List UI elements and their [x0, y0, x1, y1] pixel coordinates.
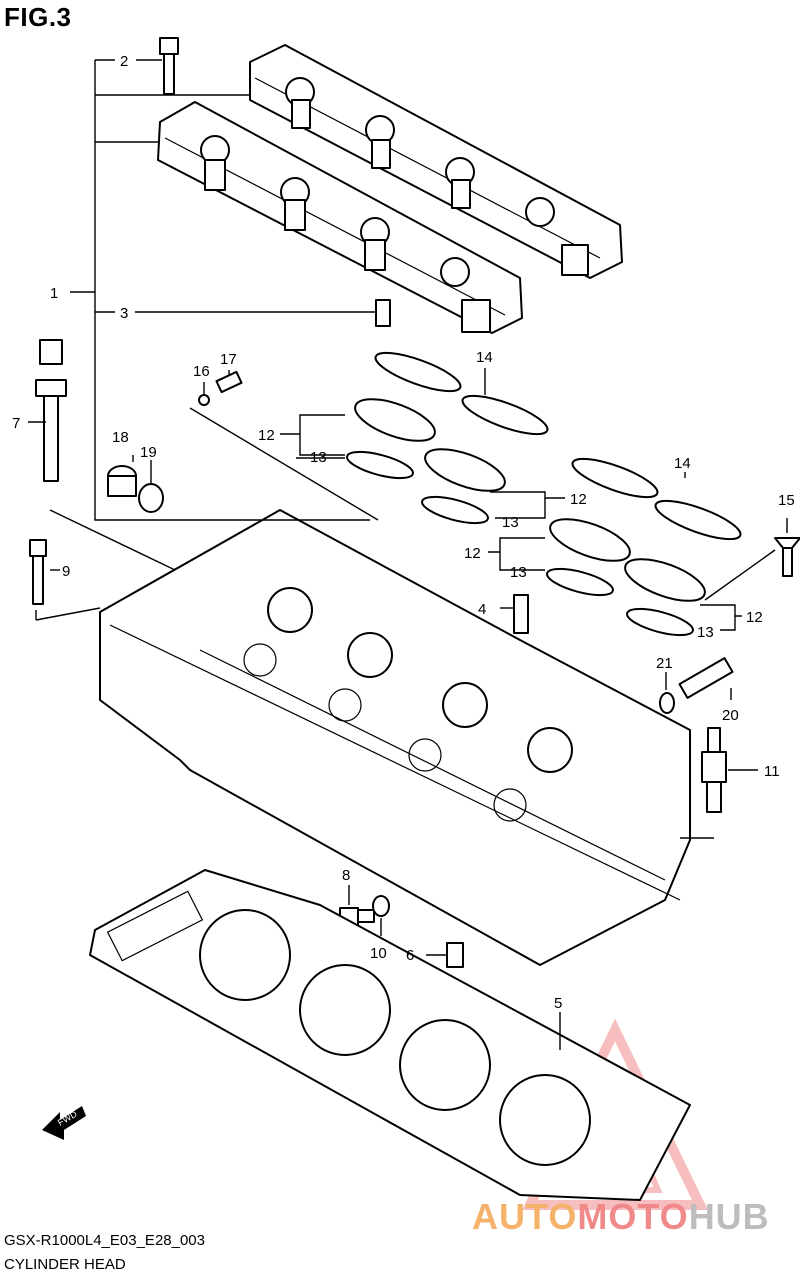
watermark-brand: AUTOMOTOHUB [472, 1196, 770, 1238]
callout-10: 10 [370, 945, 387, 962]
callout-16: 16 [193, 363, 210, 380]
callout-11: 11 [764, 763, 780, 780]
bolt-2 [159, 37, 179, 95]
washer-10 [372, 895, 390, 917]
callout-19: 19 [140, 444, 157, 461]
plug-18 [107, 465, 137, 497]
brand-hub: HUB [688, 1196, 770, 1237]
dowel-pin-3 [375, 299, 391, 327]
screw-15 [774, 537, 800, 577]
bolt-7 [35, 339, 67, 482]
callout-13d: 13 [697, 624, 714, 641]
callout-7: 7 [12, 415, 20, 432]
callout-8: 8 [342, 867, 350, 884]
figure-title: FIG.3 [4, 2, 72, 32]
callout-17: 17 [220, 351, 237, 368]
callout-2: 2 [120, 53, 128, 70]
callout-12c: 12 [464, 545, 481, 562]
brand-moto: MOTO [577, 1196, 689, 1237]
camshaft-housing-lower [157, 101, 523, 334]
pin-4 [513, 594, 529, 634]
callout-12d: 12 [746, 609, 763, 626]
callout-4: 4 [478, 601, 486, 618]
callout-5: 5 [554, 995, 562, 1012]
bolt-9 [29, 539, 47, 605]
callout-14a: 14 [476, 349, 493, 366]
sensor-20 [678, 657, 734, 699]
model-code: GSX-R1000L4_E03_E28_003 [4, 1232, 205, 1249]
figure-caption: CYLINDER HEAD [4, 1256, 126, 1273]
camshaft-housing-upper [249, 44, 623, 279]
callout-9: 9 [62, 563, 70, 580]
fitting-17 [215, 370, 243, 394]
callout-3: 3 [120, 305, 128, 322]
callout-13b: 13 [502, 514, 519, 531]
callout-20: 20 [722, 707, 739, 724]
cylinder-head [99, 509, 691, 966]
callout-labels: 2 1 3 7 16 17 14 12 13 18 19 14 12 13 15… [12, 53, 795, 1012]
callout-14b: 14 [674, 455, 691, 472]
o-ring-19 [138, 483, 164, 513]
callout-12b: 12 [570, 491, 587, 508]
callout-6: 6 [406, 947, 414, 964]
head-gasket-5 [89, 869, 691, 1201]
washer-16 [198, 394, 210, 406]
dowel-6 [446, 942, 464, 968]
callout-15: 15 [778, 492, 795, 509]
callout-12a: 12 [258, 427, 275, 444]
leader-lines [28, 59, 788, 1050]
callout-13c: 13 [510, 564, 527, 581]
intake-pipe-set [346, 351, 742, 637]
callout-13a: 13 [310, 449, 327, 466]
spark-plug-11 [701, 727, 727, 813]
callout-1: 1 [50, 285, 58, 302]
washer-21 [659, 692, 675, 714]
callout-21: 21 [656, 655, 673, 672]
brand-auto: AUTO [472, 1196, 578, 1237]
callout-18: 18 [112, 429, 129, 446]
fwd-arrow: FWD [42, 1106, 86, 1140]
